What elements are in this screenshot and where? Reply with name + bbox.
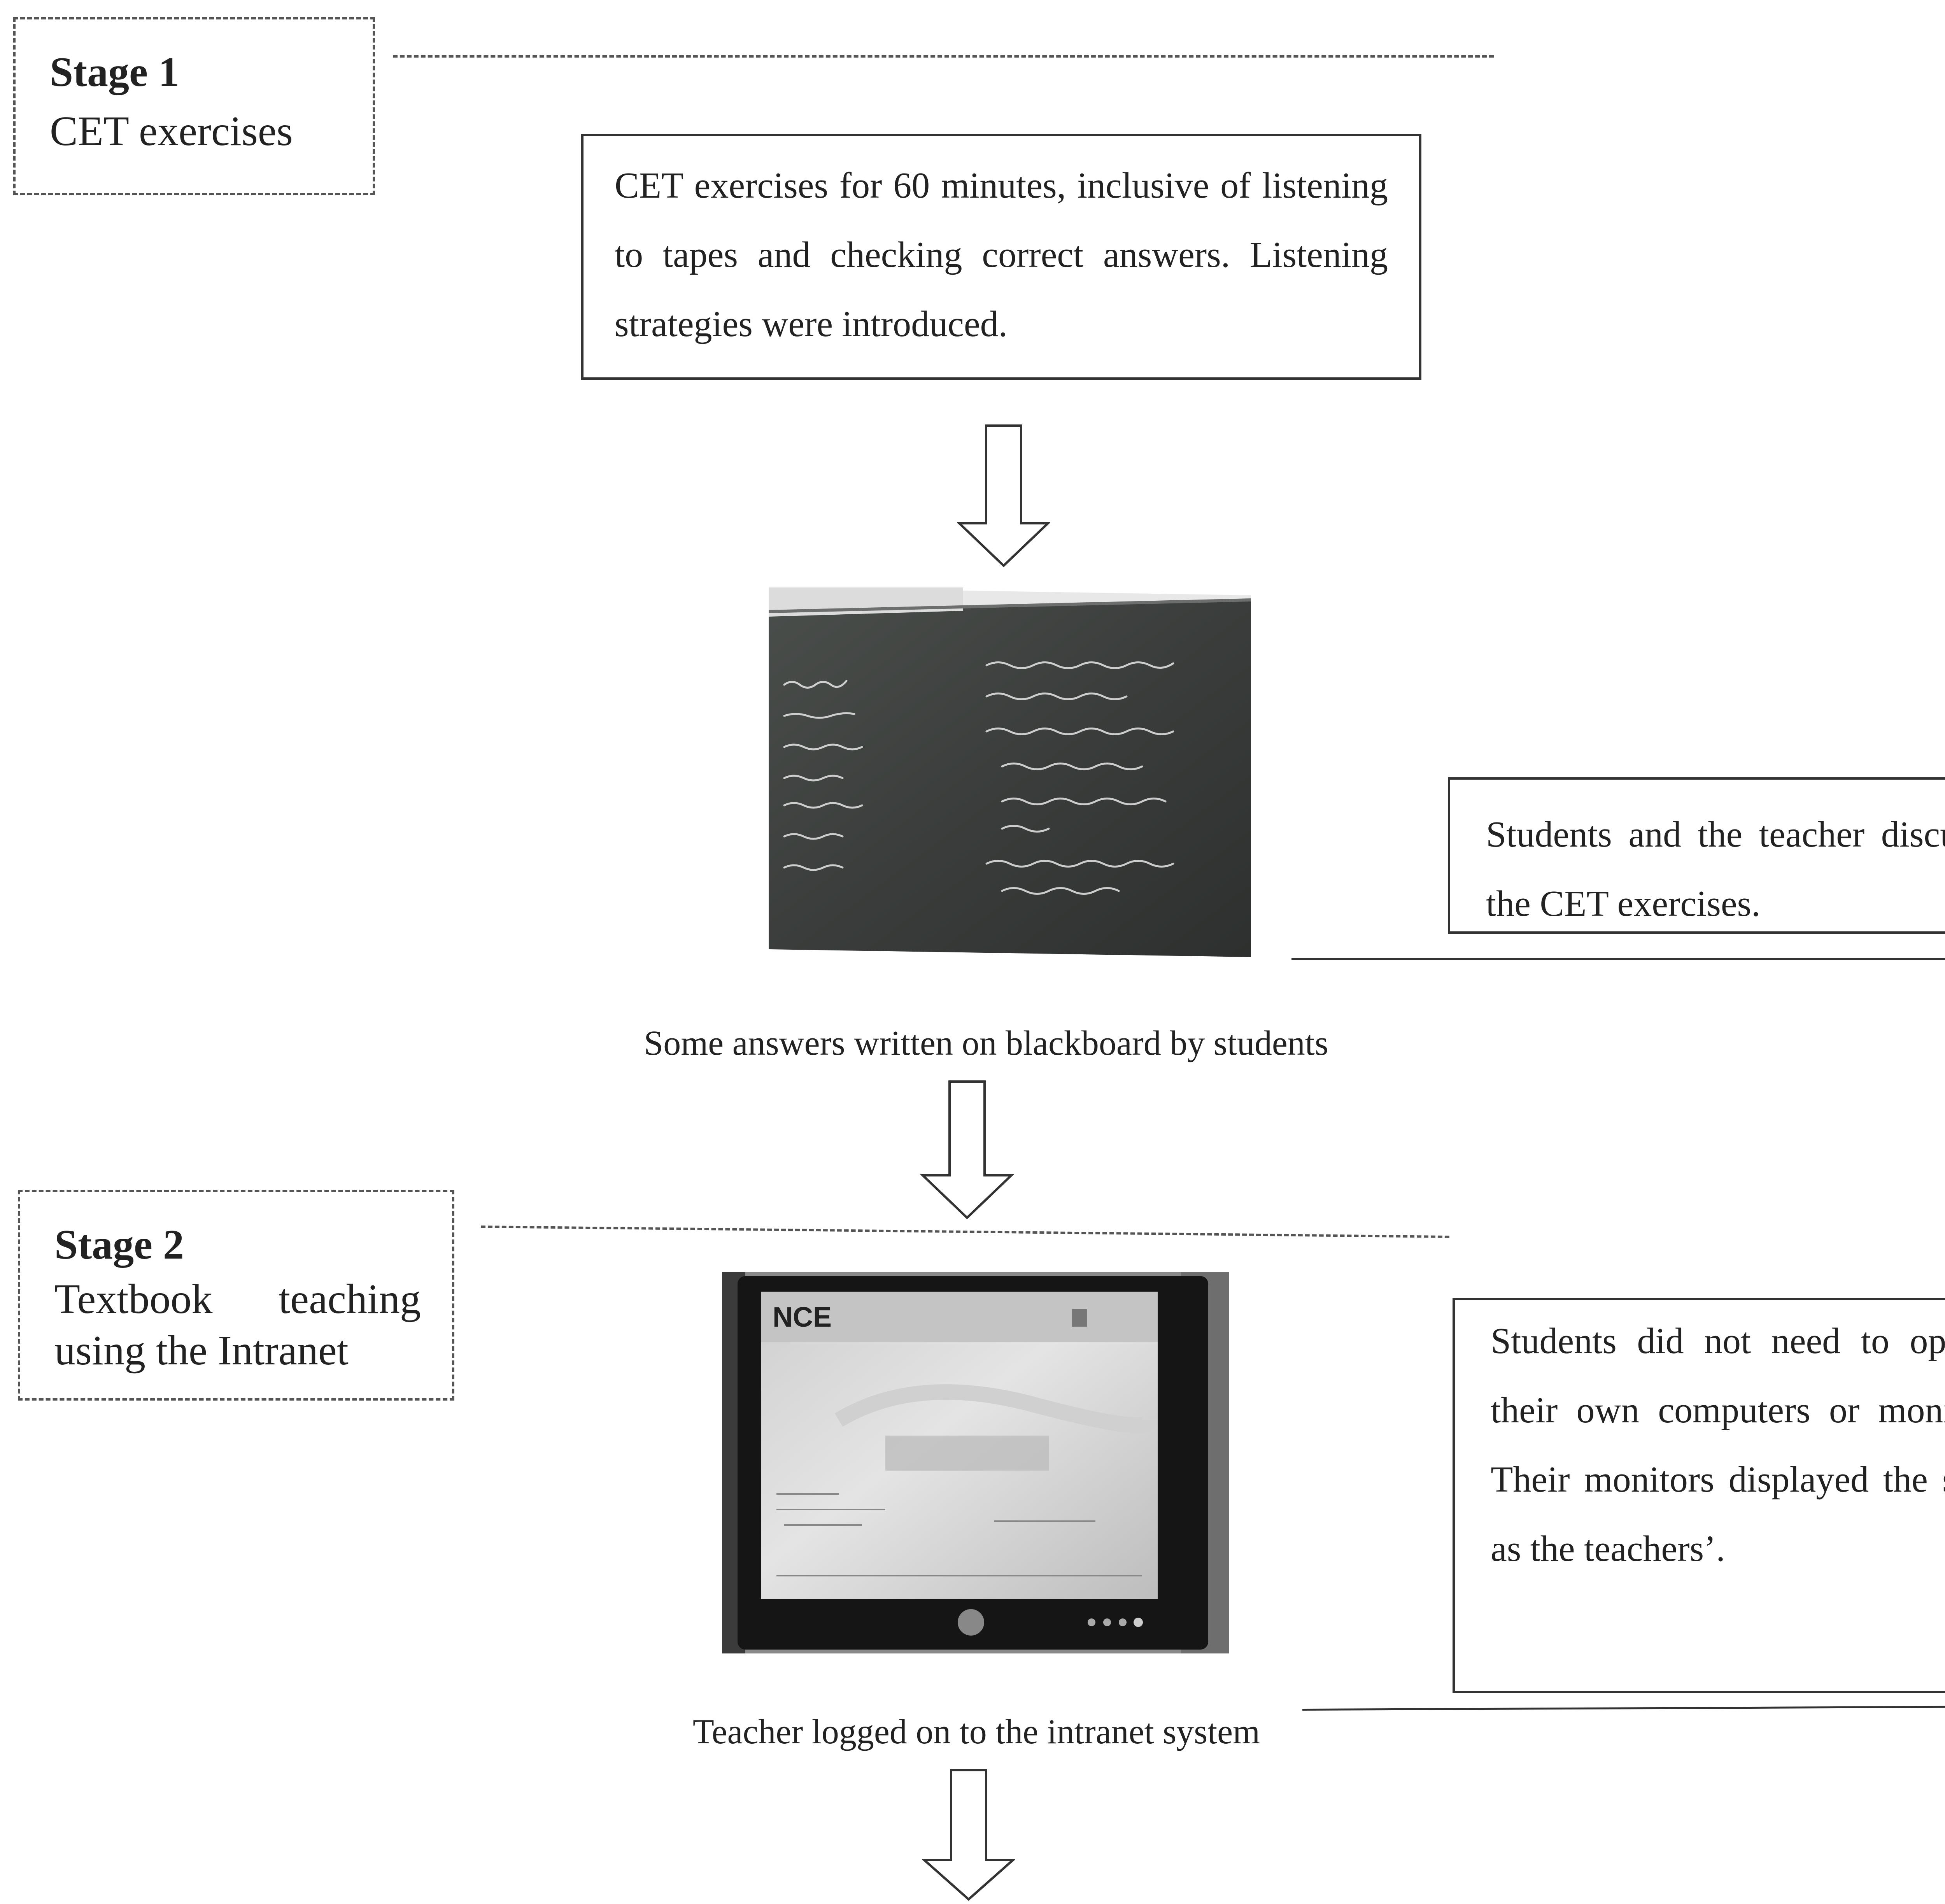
- discussion-underline: [1291, 958, 1945, 960]
- flow-arrow-2: [920, 1080, 1014, 1220]
- stage-2-title: Stage 2: [54, 1222, 184, 1268]
- nce-logo: NCE: [773, 1302, 832, 1333]
- stage-2-divider: [480, 1226, 1449, 1238]
- monitors-underline: [1302, 1706, 1945, 1711]
- stage-1-title: Stage 1: [50, 49, 179, 95]
- stage-2-subtitle: Textbook teaching using the Intranet: [54, 1276, 421, 1374]
- blackboard-caption: Some answers written on blackboard by st…: [644, 1024, 1328, 1062]
- flow-arrow-3: [922, 1769, 1015, 1901]
- down-arrow-icon: [957, 424, 1050, 568]
- discussion-box: Students and the teacher discussed the C…: [1448, 777, 1945, 934]
- blackboard-image: [769, 587, 1251, 957]
- stage-1-label: Stage 1 CET exercises: [13, 17, 375, 195]
- discussion-text: Students and the teacher discussed the C…: [1486, 814, 1945, 924]
- monitor-caption: Teacher logged on to the intranet system: [692, 1713, 1260, 1751]
- monitor-photo: NCE: [722, 1272, 1229, 1653]
- down-arrow-icon: [920, 1080, 1014, 1220]
- stage-1-subtitle: CET exercises: [50, 108, 293, 154]
- monitors-text: Students did not need to operate their o…: [1491, 1321, 1945, 1569]
- cet-exercise-text: CET exercises for 60 minutes, inclusive …: [615, 165, 1388, 344]
- monitor-image: NCE: [722, 1272, 1229, 1653]
- monitors-box: Students did not need to operate their o…: [1453, 1298, 1945, 1693]
- cet-exercise-box: CET exercises for 60 minutes, inclusive …: [581, 134, 1421, 380]
- stage-2-label: Stage 2 Textbook teaching using the Intr…: [18, 1190, 454, 1401]
- stage-1-divider: [393, 55, 1494, 58]
- flow-arrow-1: [957, 424, 1050, 568]
- blackboard-photo: [769, 587, 1251, 957]
- down-arrow-icon: [922, 1769, 1015, 1901]
